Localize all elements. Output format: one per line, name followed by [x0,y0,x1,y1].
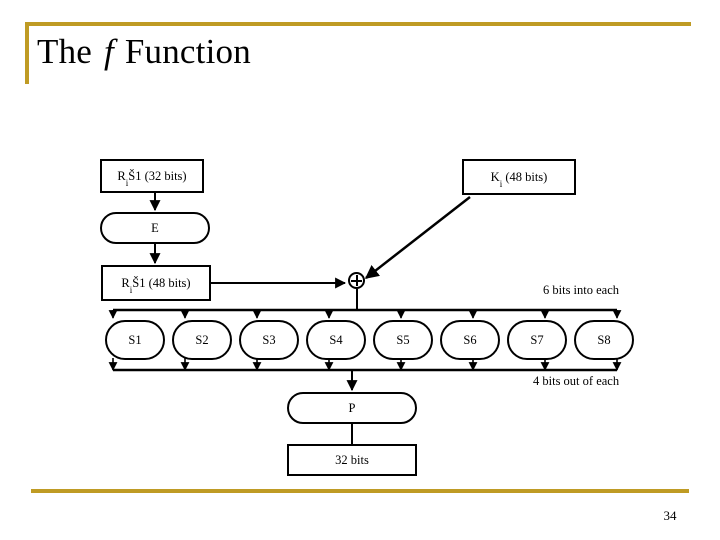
node-output-32-bits: 32 bits [287,444,417,476]
page-title: The f Function [37,28,251,76]
node-output-32-bits-label: 32 bits [335,452,369,467]
title-rule-left [25,22,29,84]
node-sbox-2: S2 [172,320,232,360]
title-suffix: Function [115,32,251,71]
node-sbox-4: S4 [306,320,366,360]
node-sbox-1-label: S1 [128,332,142,347]
node-r-input-label: RiŠ1 (32 bits) [117,168,187,188]
node-sbox-6-label: S6 [463,332,477,347]
node-sbox-8-label: S8 [597,332,611,347]
node-r-input: RiŠ1 (32 bits) [100,159,204,193]
node-r-expanded-label: RiŠ1 (48 bits) [121,275,191,295]
node-permutation-p: P [287,392,417,424]
node-permutation-p-label: P [348,400,356,415]
node-sbox-1: S1 [105,320,165,360]
node-sbox-4-label: S4 [329,332,343,347]
node-sbox-3: S3 [239,320,299,360]
node-r-expanded: RiŠ1 (48 bits) [101,265,211,301]
node-subkey: Ki (48 bits) [462,159,576,195]
page-number: 34 [663,508,677,523]
node-sbox-6: S6 [440,320,500,360]
node-sbox-5: S5 [373,320,433,360]
title-rule-top [25,22,691,26]
footer-rule [31,489,689,493]
node-sbox-3-label: S3 [262,332,276,347]
annotation-bits-in: 6 bits into each [543,283,620,297]
annotation-bits-out: 4 bits out of each [533,374,620,388]
node-sbox-2-label: S2 [195,332,209,347]
node-expansion-e-label: E [151,220,159,235]
node-sbox-7: S7 [507,320,567,360]
node-sbox-7-label: S7 [530,332,544,347]
node-expansion-e: E [100,212,210,244]
node-sbox-5-label: S5 [396,332,410,347]
title-prefix: The [37,32,101,71]
node-subkey-label: Ki (48 bits) [490,169,548,189]
xor-operator [348,272,365,289]
node-sbox-8: S8 [574,320,634,360]
title-italic-f: f [103,32,114,71]
